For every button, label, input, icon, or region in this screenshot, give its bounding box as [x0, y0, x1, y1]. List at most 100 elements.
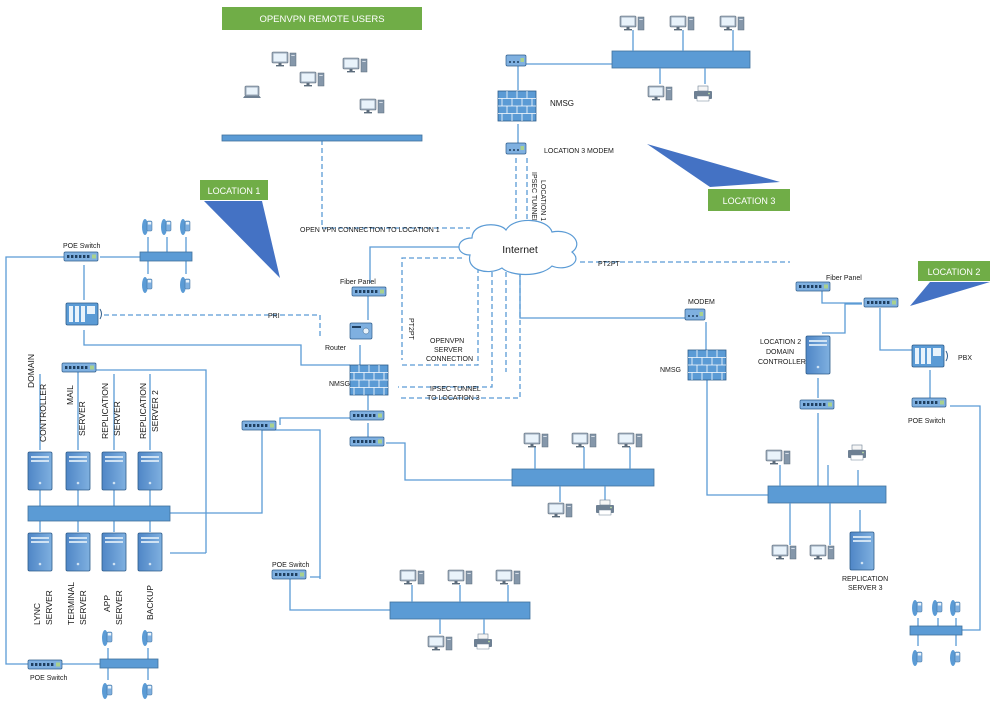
server-label: SERVER	[78, 590, 88, 625]
computer-icon	[271, 51, 297, 67]
remote-users-title: OPENVPN REMOTE USERS	[259, 14, 384, 25]
printer-icon	[847, 444, 867, 461]
computer-icon	[617, 432, 643, 448]
nmsg-top-label: NMSG	[550, 99, 574, 108]
computer-icon	[523, 432, 549, 448]
firewall-icon	[497, 90, 537, 122]
loc2-dc-label-a: LOCATION 2	[760, 339, 801, 346]
switch-icon	[271, 569, 307, 580]
connections	[5, 63, 981, 665]
phone-bus-bottom	[99, 658, 159, 669]
server-label: REPLICATION	[138, 383, 148, 439]
modem-right-label: MODEM	[688, 299, 715, 306]
location-1: LOCATION 1 POE Switch DOMAIN CONTROLLER …	[26, 180, 655, 700]
pbx-icon	[911, 344, 948, 368]
phone-icon	[911, 599, 923, 617]
modem-icon	[505, 142, 527, 155]
router-icon	[349, 322, 373, 340]
pt2pt-vertical-label: PT2PT	[407, 318, 414, 341]
switch-icon	[351, 286, 387, 297]
ipsec-loc3-label-b: TO LOCATION 3	[427, 395, 480, 402]
printer-icon	[595, 499, 615, 516]
switch-icon	[863, 297, 899, 308]
phone-icon	[179, 218, 191, 236]
computer-icon	[619, 15, 645, 31]
phone-icon	[101, 629, 113, 647]
openvpn-label-b: SERVER	[434, 347, 463, 354]
openvpn-label-c: CONNECTION	[426, 356, 473, 363]
switch-icon	[349, 436, 385, 447]
internet-label: Internet	[502, 244, 538, 256]
open-vpn-conn-label: OPEN VPN CONNECTION TO LOCATION 1	[300, 227, 440, 234]
server-label: SERVER 2	[150, 390, 160, 432]
openvpn-label-a: OPENVPN	[430, 338, 464, 345]
server-icon	[849, 531, 875, 571]
phone-icon	[141, 276, 153, 294]
computer-icon	[447, 569, 473, 585]
openvpn-remote-users: OPENVPN REMOTE USERS	[221, 7, 423, 142]
switch-icon	[63, 251, 99, 262]
computer-icon	[647, 85, 673, 101]
server-icon	[27, 451, 53, 491]
computer-icon	[809, 544, 835, 560]
location-3: NMSG LOCATION 3 MODEM LOCATION 3 IPSEC T…	[497, 15, 790, 235]
server-label: SERVER	[44, 590, 54, 625]
server-icon	[27, 532, 53, 572]
nmsg-right-label: NMSG	[660, 367, 681, 374]
server-label: REPLICATION	[100, 383, 110, 439]
switch-icon	[241, 420, 277, 431]
switch-icon	[505, 54, 527, 67]
laptop-icon	[242, 85, 262, 99]
poe-switch-right-label: POE Switch	[908, 418, 945, 425]
computer-icon	[495, 569, 521, 585]
location2-banner	[918, 261, 990, 281]
server-bus	[27, 505, 171, 522]
server-icon	[65, 451, 91, 491]
phone-bus-right	[909, 625, 963, 636]
server-group-bottom: LYNC SERVER TERMINAL SERVER APP SERVER B…	[27, 532, 163, 625]
phone-icon	[949, 599, 961, 617]
fiber-panel-1-label: Fiber Panel	[340, 279, 376, 286]
pbx-icon	[65, 302, 102, 326]
computer-icon	[359, 98, 385, 114]
router-label: Router	[325, 345, 347, 352]
location2-pointer	[910, 282, 990, 306]
computer-icon	[719, 15, 745, 31]
location3-banner	[708, 189, 790, 211]
location1-bus-lower	[389, 601, 531, 620]
phone-icon	[141, 682, 153, 700]
computer-icon	[427, 635, 453, 651]
server-label: BACKUP	[145, 585, 155, 620]
location3-title: LOCATION 3	[723, 196, 776, 206]
cloud-icon	[458, 219, 578, 276]
server-icon	[137, 532, 163, 572]
phone-icon	[949, 649, 961, 667]
loc2-dc-label-c: CONTROLLER	[758, 359, 806, 366]
pbx-label: PBX	[958, 355, 972, 362]
remote-users-bus	[221, 134, 423, 142]
ipsec-loc3-label-a: IPSEC TUNNEL	[430, 386, 481, 393]
location2-title: LOCATION 2	[928, 267, 981, 277]
location-2: LOCATION 2 MODEM NMSG Fiber Panel LOCATI…	[660, 261, 990, 667]
phone-icon	[911, 649, 923, 667]
location3-bus	[611, 50, 751, 69]
server-label: APP	[102, 595, 112, 612]
server-icon	[101, 451, 127, 491]
location3-pointer	[647, 144, 780, 187]
location1-banner	[200, 180, 268, 200]
server-label: SERVER	[77, 401, 87, 436]
location1-pointer	[204, 201, 280, 278]
switch-icon	[799, 399, 835, 410]
server-icon	[65, 532, 91, 572]
computer-icon	[571, 432, 597, 448]
server-group-top: DOMAIN CONTROLLER MAIL SERVER REPLICATIO…	[26, 354, 163, 491]
fiber-panel-2-label: Fiber Panel	[826, 275, 862, 282]
server-icon	[137, 451, 163, 491]
phone-icon	[179, 276, 191, 294]
switch-icon	[911, 397, 947, 408]
phone-icon	[101, 682, 113, 700]
phone-icon	[931, 599, 943, 617]
phone-bus-top	[139, 251, 193, 262]
server-label: MAIL	[65, 385, 75, 405]
modem-icon	[684, 308, 706, 321]
